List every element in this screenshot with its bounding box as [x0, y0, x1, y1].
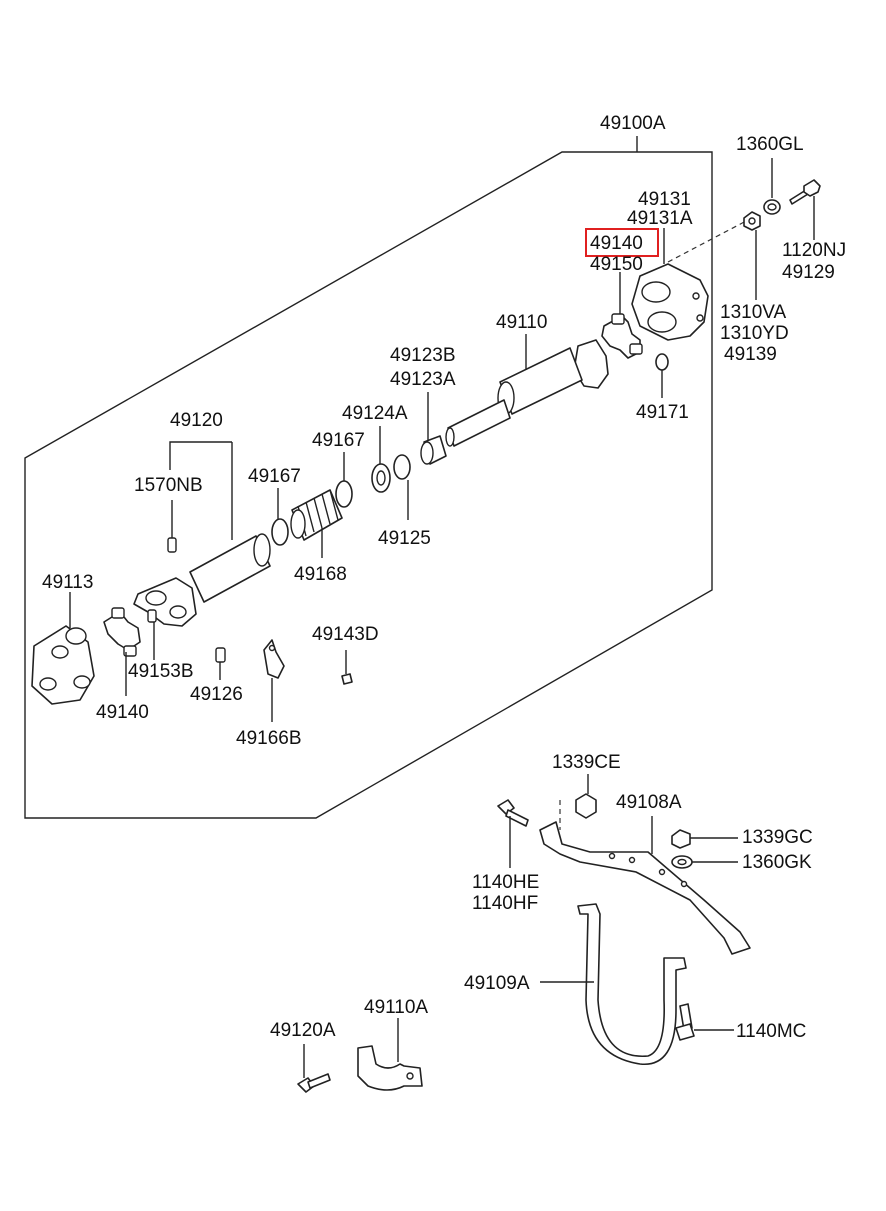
label-49167-lower: 49167	[248, 466, 301, 487]
slip-shaft-49110	[445, 339, 609, 447]
label-49125: 49125	[378, 528, 431, 549]
label-1140mc: 1140MC	[736, 1021, 806, 1042]
nut-1310va	[743, 211, 761, 231]
flange-49113	[31, 625, 95, 705]
label-49126: 49126	[190, 684, 243, 705]
label-1339gc: 1339GC	[742, 827, 813, 848]
label-49150: 49150	[590, 254, 643, 275]
label-1310yd: 1310YD	[720, 323, 789, 344]
yoke-49131	[631, 263, 709, 341]
clamp-49167-lower	[271, 518, 289, 546]
label-49123b: 49123B	[390, 345, 456, 366]
label-49171: 49171	[636, 402, 689, 423]
highlight-box-49140	[585, 228, 659, 257]
bolt-49143d	[341, 673, 353, 685]
bolt-1140he	[497, 799, 529, 827]
label-49123a: 49123A	[390, 369, 456, 390]
strap-49109a	[577, 903, 687, 1065]
nut-1339ce	[575, 793, 597, 819]
label-49168: 49168	[294, 564, 347, 585]
sleeve-49123	[420, 435, 447, 465]
tube-49120	[133, 533, 271, 627]
universal-joint-upper	[601, 313, 643, 359]
label-1310va: 1310VA	[720, 302, 787, 323]
label-49108a: 49108A	[616, 792, 682, 813]
universal-joint-lower	[103, 607, 141, 657]
bolt-1140mc	[675, 1003, 695, 1041]
boot-49168	[290, 489, 343, 541]
bracket-49110a	[357, 1045, 423, 1091]
label-1120nj: 1120NJ	[782, 240, 846, 261]
label-49166b: 49166B	[236, 728, 302, 749]
bolt-1120nj	[789, 179, 821, 205]
label-49120: 49120	[170, 410, 223, 431]
label-49109a: 49109A	[464, 973, 530, 994]
label-49124a: 49124A	[342, 403, 408, 424]
label-49110a: 49110A	[364, 997, 428, 1018]
label-1570nb: 1570NB	[134, 475, 203, 496]
nipple-49153b	[147, 609, 157, 623]
label-49100a: 49100A	[600, 113, 666, 134]
label-49140-top[interactable]: 49140	[590, 233, 643, 254]
bracket-49108a	[539, 821, 751, 955]
label-1360gk: 1360GK	[742, 852, 812, 873]
assembly-outline	[24, 151, 713, 819]
washer-49125	[393, 454, 411, 480]
label-49131: 49131	[638, 189, 691, 210]
label-1140he: 1140HE	[472, 872, 539, 893]
label-49113: 49113	[42, 572, 93, 593]
label-49120a: 49120A	[270, 1020, 336, 1041]
label-49167-upper: 49167	[312, 430, 365, 451]
snap-ring-49171	[655, 353, 669, 371]
bolt-49120a	[297, 1073, 331, 1093]
leader-49120	[169, 441, 233, 540]
label-49131a: 49131A	[627, 208, 693, 229]
label-49129: 49129	[782, 262, 835, 283]
label-49110: 49110	[496, 312, 547, 333]
nut-1339gc	[671, 829, 691, 849]
clamp-49167-upper	[335, 480, 353, 508]
washer-1360gk	[671, 855, 693, 869]
label-1140hf: 1140HF	[472, 893, 538, 914]
cap-1360gl	[763, 199, 781, 215]
bolt-axis-dashed	[667, 219, 749, 263]
label-49153b: 49153B	[128, 661, 194, 682]
label-49140-bottom[interactable]: 49140	[96, 702, 149, 723]
label-1360gl: 1360GL	[736, 134, 804, 155]
grease-fitting-1570nb	[167, 537, 177, 553]
label-1339ce: 1339CE	[552, 752, 621, 773]
plate-49166b	[263, 639, 285, 679]
label-49143d: 49143D	[312, 624, 379, 645]
label-49139: 49139	[724, 344, 777, 365]
fitting-49126	[215, 647, 226, 663]
